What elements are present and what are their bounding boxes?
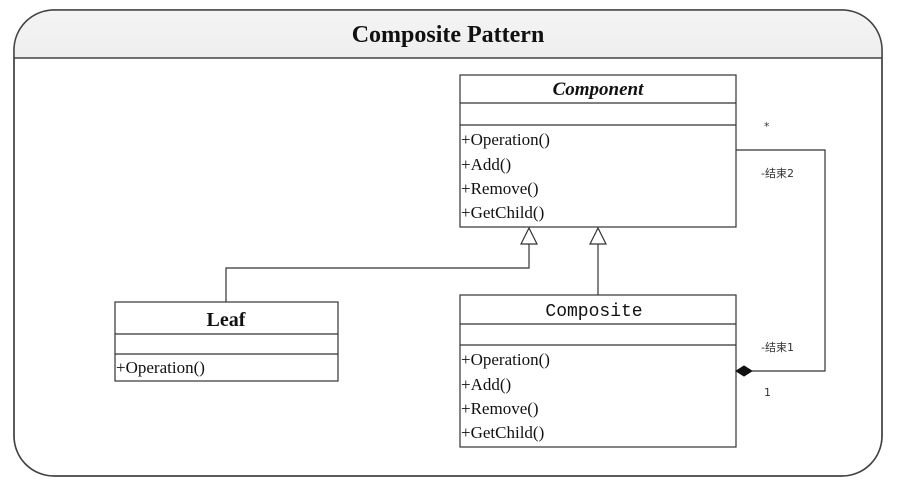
- composition-diamond: [735, 365, 753, 377]
- part-role-label: -结束2: [761, 167, 794, 180]
- title-banner: [14, 10, 882, 58]
- class-component: Component +Operation() +Add() +Remove() …: [459, 74, 737, 228]
- component-operation-3: +Remove(): [461, 179, 539, 198]
- component-operation-4: +GetChild(): [461, 203, 544, 222]
- class-leaf: Leaf +Operation(): [114, 301, 339, 382]
- composite-operation-3: +Remove(): [461, 399, 539, 418]
- diagram-frame: [13, 9, 883, 477]
- generalization-composite-component: [589, 226, 607, 295]
- class-component-name: Component: [553, 79, 645, 100]
- diagram-title: Composite Pattern: [352, 22, 545, 48]
- class-leaf-name: Leaf: [207, 309, 246, 331]
- generalization-leaf-component: [225, 226, 538, 302]
- whole-role-label: -结束1: [761, 341, 794, 354]
- aggregation-composite-component: [735, 149, 826, 377]
- inheritance-arrowhead: [520, 226, 538, 245]
- whole-multiplicity-label: 1: [764, 386, 771, 399]
- class-composite: Composite +Operation() +Add() +Remove() …: [459, 294, 737, 448]
- composite-operation-2: +Add(): [461, 375, 511, 394]
- component-operation-1: +Operation(): [461, 130, 550, 149]
- leaf-operation-1: +Operation(): [116, 358, 205, 377]
- part-multiplicity-label: *: [764, 120, 770, 133]
- class-composite-name: Composite: [545, 302, 642, 322]
- inheritance-arrowhead: [589, 226, 607, 245]
- composite-operation-4: +GetChild(): [461, 423, 544, 442]
- composite-operation-1: +Operation(): [461, 350, 550, 369]
- component-operation-2: +Add(): [461, 155, 511, 174]
